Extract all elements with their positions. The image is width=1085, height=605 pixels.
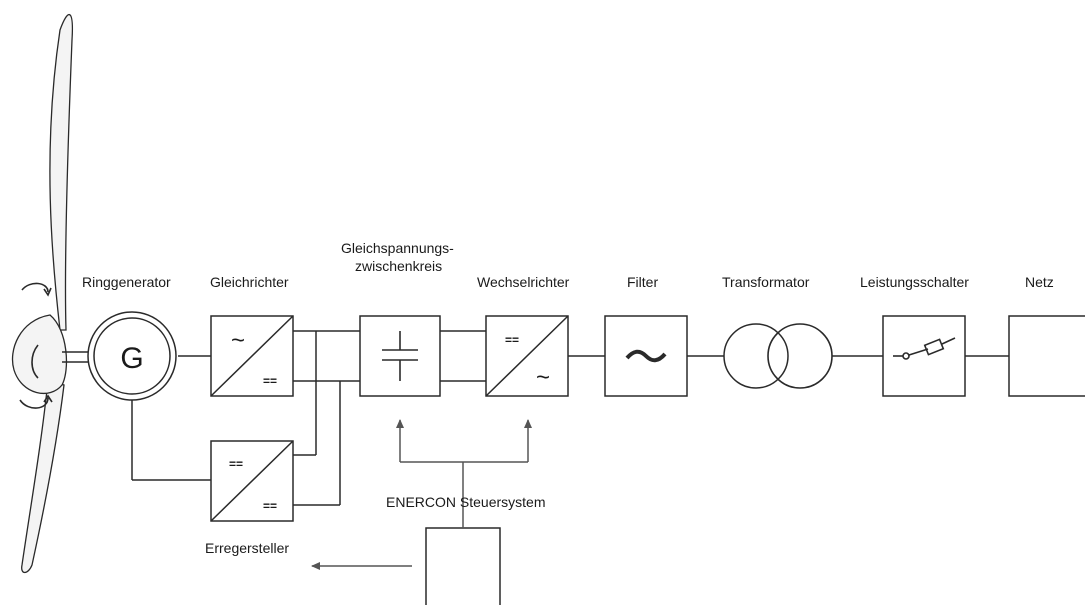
rectifier-ac-symbol: ~ bbox=[231, 327, 245, 354]
label-erregersteller: Erregersteller bbox=[205, 540, 289, 556]
filter-block bbox=[604, 315, 688, 397]
wind-turbine-rotor-icon bbox=[11, 14, 95, 574]
exciter-dc-symbol-top: == bbox=[229, 457, 243, 471]
label-leistungsschalter: Leistungsschalter bbox=[860, 274, 969, 290]
breaker-switch-icon bbox=[893, 337, 956, 360]
grid-block bbox=[1008, 315, 1085, 397]
label-filter: Filter bbox=[627, 274, 658, 290]
rectifier-dc-symbol: == bbox=[263, 374, 277, 388]
label-ringgenerator: Ringgenerator bbox=[82, 274, 171, 290]
component-labels: Ringgenerator Gleichrichter Gleichspannu… bbox=[82, 240, 1054, 556]
exciter-connection-lines bbox=[131, 331, 341, 506]
capacitor-icon bbox=[382, 331, 418, 381]
exciter-dc-symbol-bottom: == bbox=[263, 499, 277, 513]
power-bus-lines bbox=[178, 330, 1009, 382]
label-gleichrichter: Gleichrichter bbox=[210, 274, 289, 290]
circuit-breaker-block bbox=[882, 315, 966, 397]
inverter-ac-symbol: ~ bbox=[536, 364, 550, 391]
control-system-box bbox=[425, 527, 501, 605]
ring-generator: G bbox=[87, 311, 177, 401]
exciter-block: == == bbox=[210, 440, 294, 522]
rectifier-block: ~ == bbox=[210, 315, 294, 397]
label-zwischenkreis-line2: zwischenkreis bbox=[355, 258, 442, 274]
label-wechselrichter: Wechselrichter bbox=[477, 274, 570, 290]
rotation-arrow-icon bbox=[19, 282, 53, 409]
control-system bbox=[311, 419, 532, 605]
inverter-block: == ~ bbox=[485, 315, 569, 397]
label-netz: Netz bbox=[1025, 274, 1054, 290]
label-zwischenkreis-line1: Gleichspannungs- bbox=[341, 240, 454, 256]
generator-letter: G bbox=[120, 342, 143, 375]
dc-link-block bbox=[359, 315, 441, 397]
label-transformator: Transformator bbox=[722, 274, 810, 290]
transformer bbox=[723, 323, 833, 389]
filter-wave-icon bbox=[625, 349, 667, 363]
inverter-dc-symbol: == bbox=[505, 333, 519, 347]
label-steuersystem: ENERCON Steuersystem bbox=[386, 494, 545, 510]
